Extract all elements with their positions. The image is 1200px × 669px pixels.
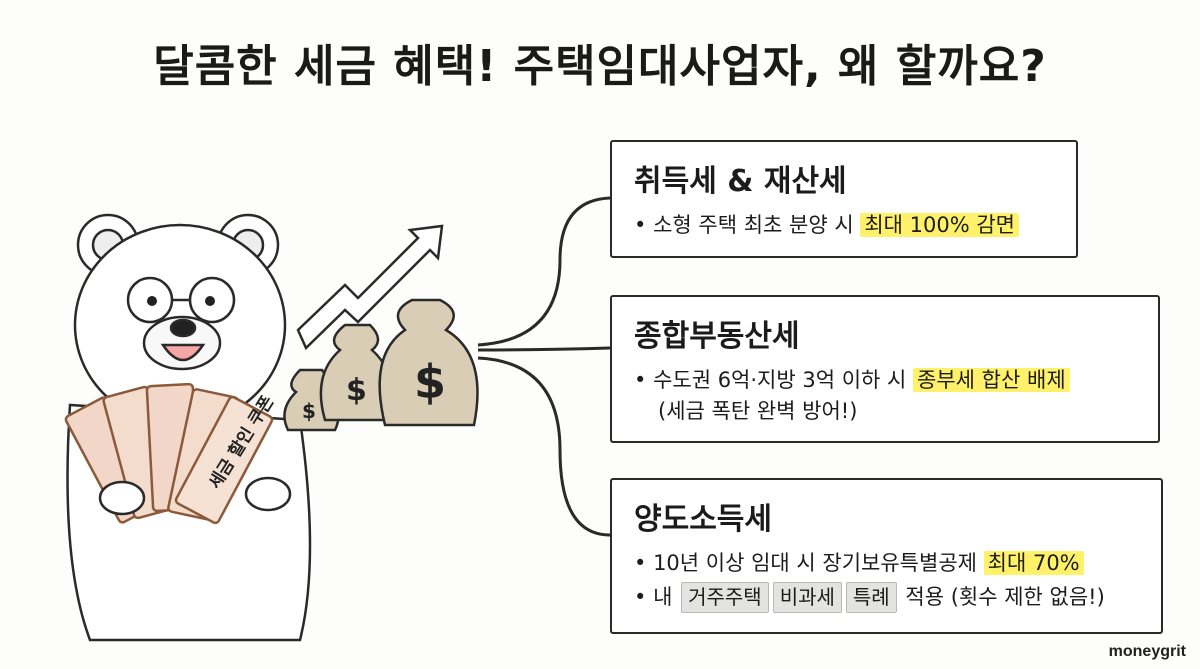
benefit-box-comprehensive-real-estate-tax: 종합부동산세 • 수도권 6억·지방 3억 이하 시 종부세 합산 배제 (세금…: [610, 295, 1160, 443]
note: (세금 폭탄 완벽 방어!): [658, 399, 858, 424]
list-item: • 소형 주택 최초 분양 시 최대 100% 감면: [634, 210, 1054, 240]
tag-chip: 특례: [845, 582, 897, 614]
tag-chip: 거주주택: [681, 582, 769, 614]
money-bags: [283, 298, 479, 432]
brand-watermark: moneygrit: [1108, 643, 1186, 660]
benefit-box-capital-gains-tax: 양도소득세 • 10년 이상 임대 시 장기보유특별공제 최대 70% • 내 …: [610, 478, 1163, 634]
list-item: • 10년 이상 임대 시 장기보유특별공제 최대 70%: [634, 548, 1139, 578]
highlight: 최대 100% 감면: [860, 213, 1019, 237]
list-item: • 수도권 6억·지방 3억 이하 시 종부세 합산 배제: [634, 365, 1136, 395]
highlight: 최대 70%: [983, 551, 1084, 575]
dollar-icon: $: [302, 399, 316, 423]
box-heading: 양도소득세: [634, 502, 772, 537]
tag-chip: 비과세: [772, 582, 842, 614]
benefit-box-acquisition-property-tax: 취득세 & 재산세 • 소형 주택 최초 분양 시 최대 100% 감면: [610, 140, 1078, 258]
highlight: 종부세 합산 배제: [913, 368, 1070, 392]
rising-arrow-icon: [296, 224, 444, 351]
dollar-icon: $: [414, 355, 446, 409]
box-heading: 취득세 & 재산세: [634, 164, 847, 199]
page-title: 달콤한 세금 혜택! 주택임대사업자, 왜 할까요?: [153, 41, 1047, 92]
connector-lines: [477, 196, 611, 537]
dollar-icon: $: [346, 373, 367, 408]
box-heading: 종합부동산세: [634, 319, 800, 354]
